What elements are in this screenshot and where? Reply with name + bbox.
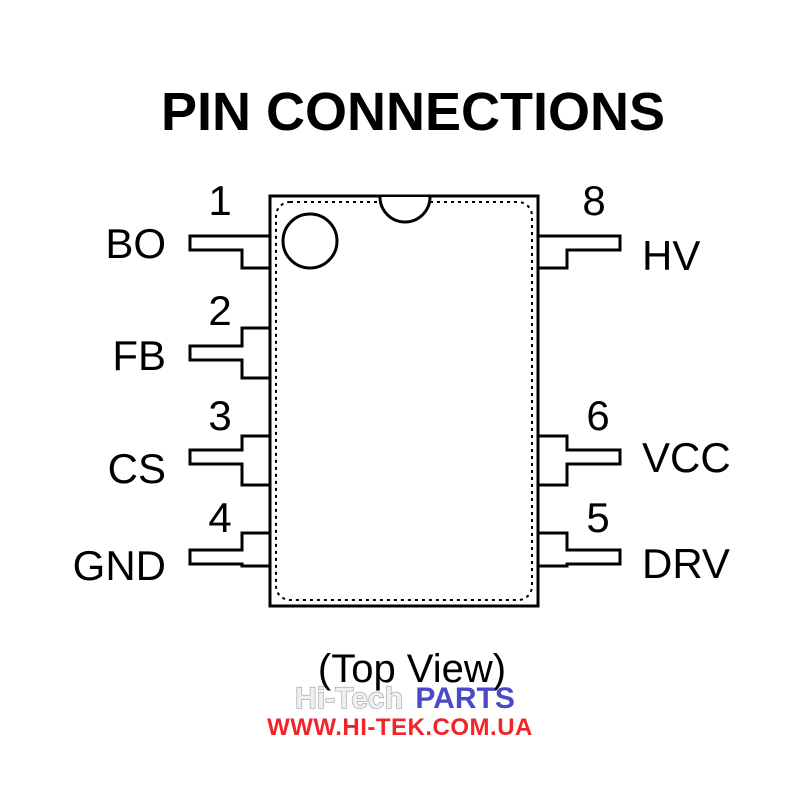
pin-5-lead — [536, 531, 622, 568]
pin-1-indicator-dot — [281, 212, 339, 270]
pin-8-number: 8 — [582, 177, 605, 224]
pin-6-name: VCC — [642, 434, 731, 481]
pin-6-lead — [536, 434, 622, 487]
pin-2-name: FB — [112, 332, 166, 379]
pin-3-number: 3 — [208, 392, 231, 439]
pin-4-lead — [188, 531, 272, 568]
pin-3-name: CS — [108, 445, 166, 492]
watermark-url: WWW.HI-TEK.COM.UA — [267, 714, 533, 741]
orientation-notch — [378, 196, 432, 224]
pin-4-number: 4 — [208, 494, 231, 541]
pin-3-lead — [188, 434, 272, 487]
pin-5-number: 5 — [586, 494, 609, 541]
pin-6-number: 6 — [586, 392, 609, 439]
pin-1-name: BO — [105, 220, 166, 267]
pin-8-name: HV — [642, 232, 700, 279]
watermark-brand-part2: PARTS — [415, 682, 514, 715]
pin-1-lead — [188, 234, 272, 270]
pin-8-lead — [536, 234, 622, 270]
pin-2-number: 2 — [208, 287, 231, 334]
pin-5-name: DRV — [642, 540, 730, 587]
pin-4-name: GND — [73, 542, 166, 589]
pin-2-lead — [188, 326, 272, 380]
diagram-title: PIN CONNECTIONS — [161, 82, 665, 142]
watermark-brand-part1: Hi-Tech — [295, 682, 403, 715]
view-caption: (Top View) — [318, 647, 506, 691]
pin-1-number: 1 — [208, 177, 231, 224]
watermark-brand: Hi-Tech PARTS — [295, 682, 515, 715]
